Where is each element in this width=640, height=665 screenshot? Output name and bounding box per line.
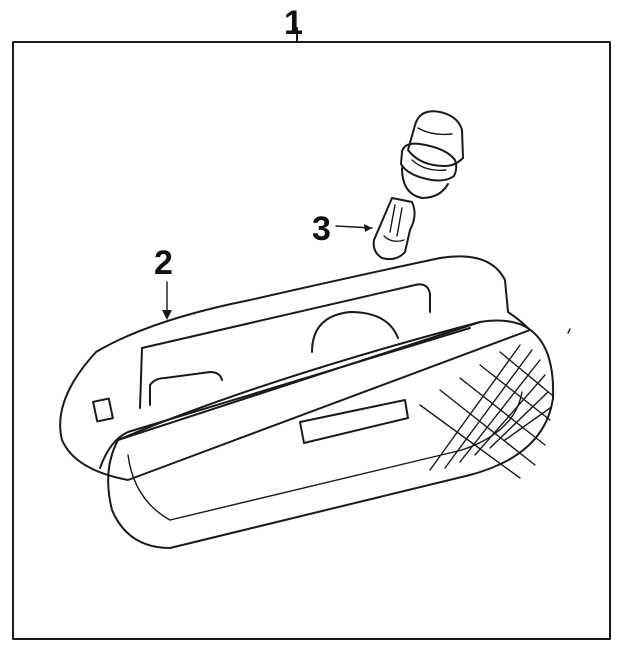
stray-mark — [567, 328, 571, 334]
wedge-bulb-icon — [372, 197, 416, 261]
callout-3: 3 — [312, 210, 373, 248]
callout-3-label: 3 — [312, 210, 331, 248]
callout-2-label: 2 — [154, 244, 173, 282]
callout-2: 2 — [154, 244, 173, 320]
lamp-housing-icon — [59, 255, 531, 481]
lamp-lens-icon — [99, 319, 555, 549]
lens-texture — [419, 344, 553, 479]
assembly-frame: 1 — [12, 4, 611, 640]
bulb-socket-icon — [400, 110, 464, 199]
callout-1-label: 1 — [284, 4, 303, 42]
